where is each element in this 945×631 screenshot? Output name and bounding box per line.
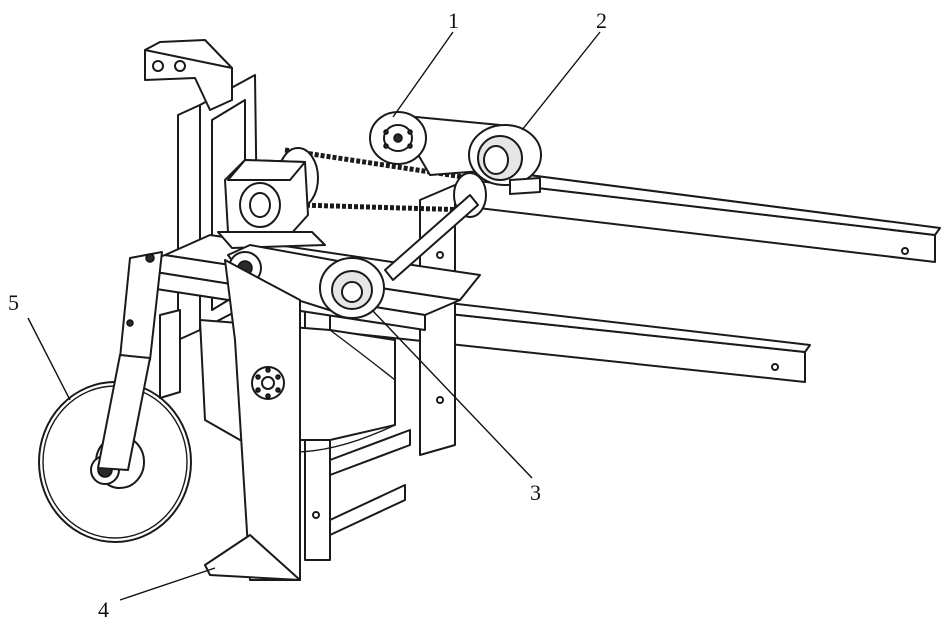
front-plate: [224, 259, 301, 581]
leader-4: [119, 567, 216, 601]
callout-1: 1: [448, 8, 459, 33]
callout-2: 2: [596, 8, 607, 33]
leader-3: [371, 309, 533, 479]
gearbox: [217, 159, 326, 249]
leader-1: [392, 31, 454, 118]
disc-arm: [97, 251, 181, 471]
callout-4: 4: [98, 597, 109, 622]
drive-shaft: [384, 194, 479, 281]
share-tip-4: [204, 534, 301, 581]
bearing-2: [468, 124, 542, 195]
callout-5: 5: [8, 290, 19, 315]
leader-2: [521, 31, 601, 131]
leaders: [27, 31, 601, 601]
callout-3: 3: [530, 480, 541, 505]
leader-5: [27, 317, 71, 401]
hitch-bracket: [144, 39, 233, 111]
